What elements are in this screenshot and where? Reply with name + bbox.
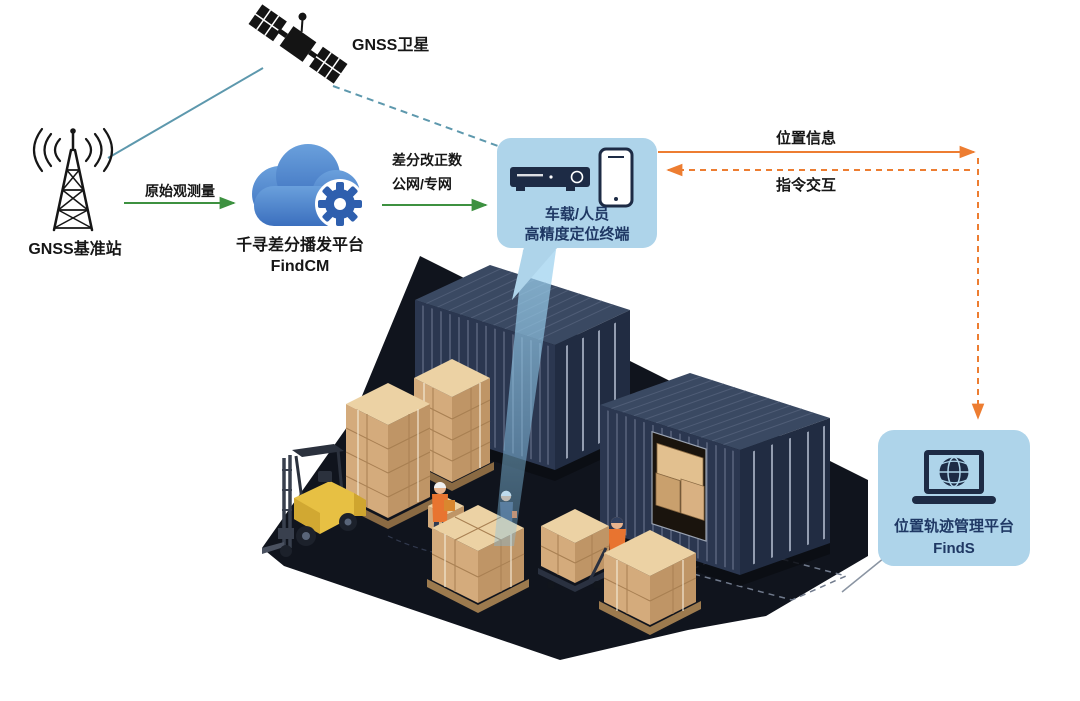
correction-label-line2: 公网/专网	[392, 176, 452, 192]
signal-line-satellite-terminal	[332, 85, 499, 147]
position-info-label: 位置信息	[775, 130, 836, 147]
cloud-platform-product: FindCM	[270, 258, 330, 275]
warehouse-scene	[262, 250, 868, 660]
callout-line-finds	[841, 557, 885, 593]
cloud-platform-name: 千寻差分播发平台	[235, 237, 364, 254]
radio-tower-icon	[32, 127, 114, 232]
management-panel	[841, 430, 1030, 593]
shipping-container-2	[600, 373, 830, 586]
pallet-box-stacks	[340, 359, 494, 536]
container-open-door	[651, 430, 707, 542]
satellite-label: GNSS卫星	[352, 37, 430, 54]
terminal-label-line1: 车载/人员	[544, 206, 610, 223]
pallet-boxes-right	[599, 530, 701, 635]
smartphone-icon	[598, 147, 634, 208]
management-platform-product: FindS	[933, 540, 975, 557]
base-station-label: GNSS基准站	[28, 241, 122, 258]
terminal-panel	[497, 138, 657, 300]
signal-line-satellite-base	[107, 67, 264, 159]
laptop-globe-icon	[912, 450, 996, 504]
pallet-jack	[538, 509, 612, 592]
correction-label-line1: 差分改正数	[392, 152, 462, 168]
raw-observation-label: 原始观测量	[145, 183, 215, 199]
forklift	[262, 444, 366, 557]
gear-icon	[318, 182, 362, 226]
management-platform-name: 位置轨迹管理平台	[893, 518, 1014, 535]
terminal-label-line2: 高精度定位终端	[524, 226, 630, 243]
receiver-box-icon	[510, 167, 590, 191]
positioning-beam	[494, 250, 556, 546]
cloud-gear-icon	[252, 144, 365, 229]
command-interaction-label: 指令交互	[775, 177, 836, 194]
satellite-icon	[248, 4, 348, 84]
